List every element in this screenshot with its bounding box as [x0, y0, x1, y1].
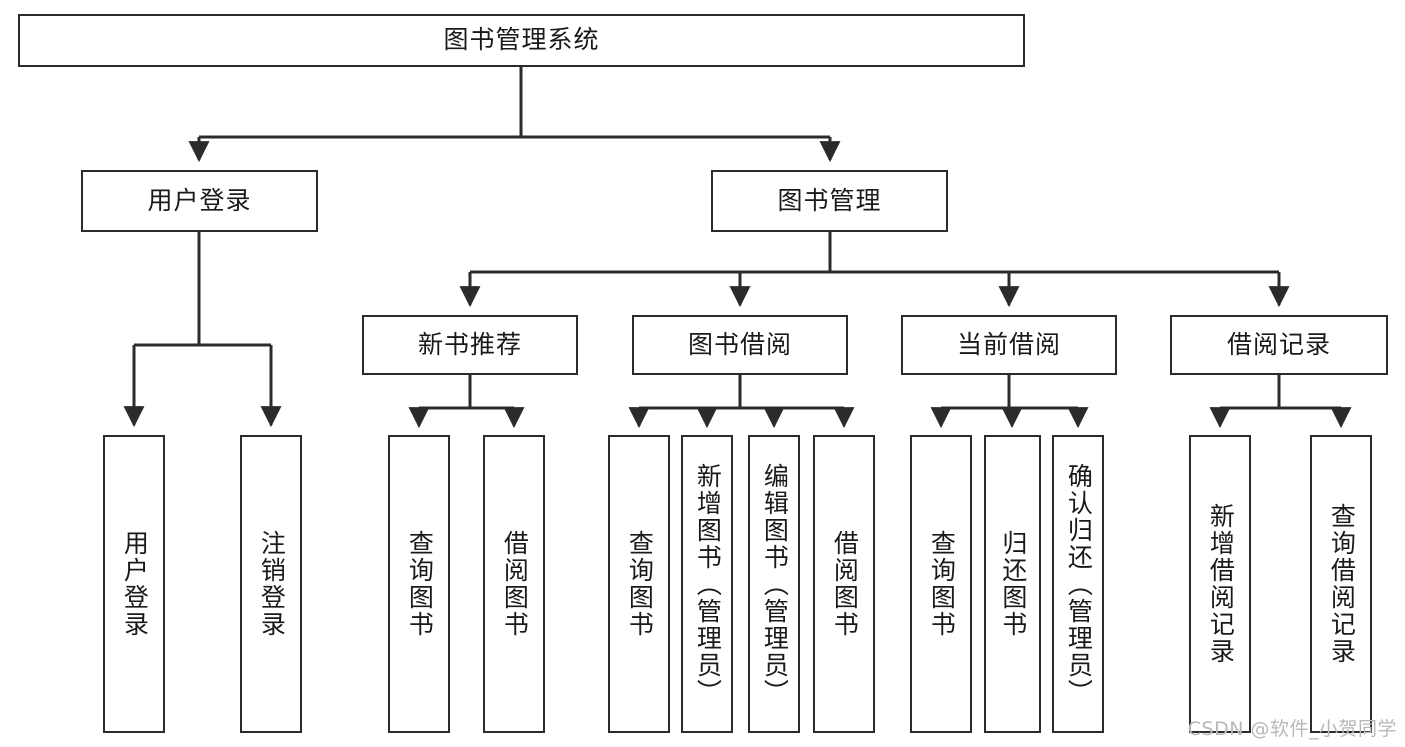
node-label: 图书借阅 — [687, 329, 792, 359]
node-book-borrow[interactable]: 图书借阅 — [632, 315, 848, 375]
node-label: 查询图书 — [625, 530, 655, 638]
node-leaf-query-book-cur[interactable]: 查询图书 — [910, 435, 972, 733]
node-new-book-rec[interactable]: 新书推荐 — [362, 315, 578, 375]
node-label: 查询图书 — [405, 530, 435, 638]
node-label: 当前借阅 — [956, 329, 1061, 359]
node-label: 新增借阅记录 — [1206, 503, 1236, 665]
node-label: 用户登录 — [120, 530, 150, 638]
node-leaf-query-book-rec[interactable]: 查询图书 — [388, 435, 450, 733]
node-leaf-add-book[interactable]: 新增图书（管理员） — [681, 435, 733, 733]
node-leaf-user-logout[interactable]: 注销登录 — [240, 435, 302, 733]
node-leaf-borrow-book[interactable]: 借阅图书 — [813, 435, 875, 733]
node-leaf-edit-book[interactable]: 编辑图书（管理员） — [748, 435, 800, 733]
node-user-login[interactable]: 用户登录 — [81, 170, 318, 232]
node-current-borrow[interactable]: 当前借阅 — [901, 315, 1117, 375]
node-label: 图书管理 — [777, 185, 882, 215]
node-label: 借阅图书 — [500, 530, 530, 638]
node-label: 用户登录 — [147, 185, 252, 215]
node-leaf-user-login[interactable]: 用户登录 — [103, 435, 165, 733]
node-leaf-query-book-borrow[interactable]: 查询图书 — [608, 435, 670, 733]
node-label: 查询图书 — [927, 530, 957, 638]
node-leaf-query-record[interactable]: 查询借阅记录 — [1310, 435, 1372, 733]
node-borrow-record[interactable]: 借阅记录 — [1170, 315, 1388, 375]
node-label: 借阅图书 — [830, 530, 860, 638]
node-label: 新书推荐 — [417, 329, 522, 359]
node-label: 编辑图书（管理员） — [760, 462, 790, 706]
node-label: 新增图书（管理员） — [693, 462, 723, 706]
node-label: 注销登录 — [257, 530, 287, 638]
node-root[interactable]: 图书管理系统 — [18, 14, 1025, 67]
node-leaf-add-record[interactable]: 新增借阅记录 — [1189, 435, 1251, 733]
node-book-manage[interactable]: 图书管理 — [711, 170, 948, 232]
node-label: 借阅记录 — [1226, 329, 1331, 359]
node-label: 归还图书 — [998, 530, 1028, 638]
watermark-text: CSDN @软件_小贺同学 — [1187, 718, 1397, 740]
node-label: 查询借阅记录 — [1327, 503, 1357, 665]
node-leaf-borrow-book-rec[interactable]: 借阅图书 — [483, 435, 545, 733]
node-label: 确认归还（管理员） — [1064, 462, 1094, 706]
node-leaf-confirm-return[interactable]: 确认归还（管理员） — [1052, 435, 1104, 733]
node-leaf-return-book[interactable]: 归还图书 — [984, 435, 1041, 733]
node-label: 图书管理系统 — [443, 25, 600, 55]
